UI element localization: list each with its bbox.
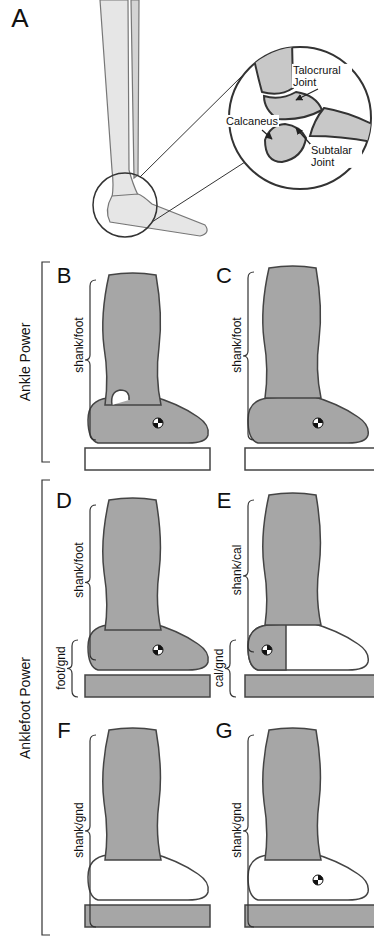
curly-brace xyxy=(243,735,254,927)
leader-arrow xyxy=(262,130,272,139)
panel-letter: E xyxy=(217,489,232,513)
panel-g xyxy=(245,728,374,927)
curly-brace xyxy=(85,505,96,660)
zoom-line xyxy=(152,162,245,222)
panel-f xyxy=(85,728,210,927)
leader-arrow xyxy=(296,89,318,100)
curly-brace xyxy=(67,640,78,697)
panel-c xyxy=(245,266,374,470)
detail-circle xyxy=(93,173,157,237)
panel-d xyxy=(85,498,210,697)
leg-skeleton xyxy=(100,0,207,236)
segment-label: shank/cal xyxy=(231,545,244,596)
segment-label: shank/gnd xyxy=(73,802,86,857)
panel-b xyxy=(85,273,210,470)
panel-letter: C xyxy=(216,264,232,288)
group-bracket xyxy=(42,480,50,935)
anatomy-label: Calcaneus xyxy=(225,115,279,127)
panel-letter: D xyxy=(56,489,72,513)
curly-brace xyxy=(243,500,254,652)
segment-label: shank/foot xyxy=(231,317,244,372)
segment-label: shank/gnd xyxy=(231,802,244,857)
curly-brace xyxy=(85,280,96,440)
curly-brace xyxy=(243,272,254,440)
panel-e xyxy=(245,493,374,697)
segment-label: foot/gnd xyxy=(55,646,68,689)
group-bracket xyxy=(42,262,50,462)
curly-brace xyxy=(225,640,236,697)
segment-label: cal/gnd xyxy=(213,649,226,688)
group-label: Ankle Power xyxy=(18,323,33,402)
panel-letter: G xyxy=(215,719,232,743)
panel-letter: F xyxy=(57,719,70,743)
panel-letter: B xyxy=(57,264,72,288)
anatomy-label: Subtalar Joint xyxy=(310,144,362,168)
anatomy-label: Talocrural Joint xyxy=(292,64,352,88)
brace-group xyxy=(67,272,254,927)
panel-letter: A xyxy=(11,4,28,33)
segment-label: shank/foot xyxy=(73,542,86,597)
curly-brace xyxy=(85,735,96,927)
segment-label: shank/foot xyxy=(73,317,86,372)
group-label: Anklefoot Power xyxy=(18,657,33,759)
